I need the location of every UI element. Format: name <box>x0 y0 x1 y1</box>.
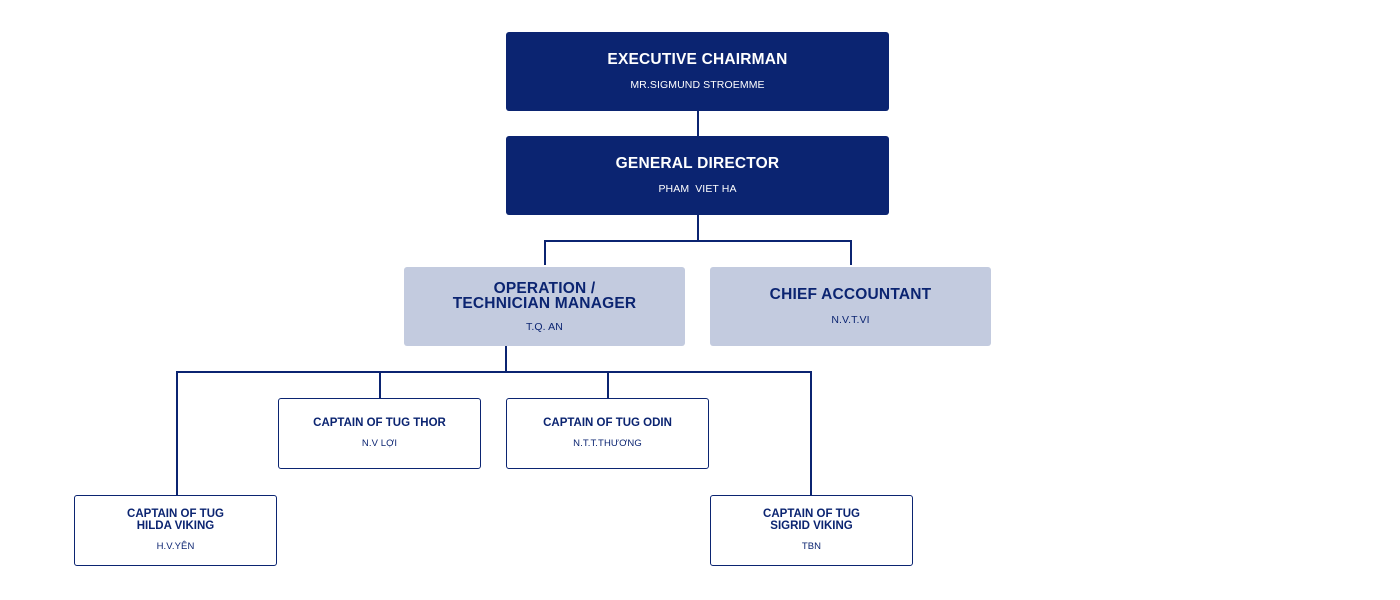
captain-hilda-title: CAPTAIN OF TUG HILDA VIKING <box>127 508 224 532</box>
general-director-title: GENERAL DIRECTOR <box>615 155 780 173</box>
captain-thor-title: CAPTAIN OF TUG THOR <box>313 416 446 429</box>
captain-sigrid-name: TBN <box>801 541 822 552</box>
executive-chairman-title: EXECUTIVE CHAIRMAN <box>607 51 788 69</box>
general-director-name: PHAM VIET HA <box>658 182 737 195</box>
chief-accountant-title: CHIEF ACCOUNTANT <box>769 286 932 304</box>
captain-sigrid-title: CAPTAIN OF TUG SIGRID VIKING <box>763 508 860 532</box>
chief-accountant-name: N.V.T.VI <box>831 313 870 326</box>
operation-manager-box: OPERATION / TECHNICIAN MANAGER T.Q. AN <box>404 267 685 346</box>
operation-manager-name: T.Q. AN <box>526 320 563 333</box>
captain-odin-box: CAPTAIN OF TUG ODIN N.T.T.THƯƠNG <box>506 398 709 469</box>
chief-accountant-box: CHIEF ACCOUNTANT N.V.T.VI <box>710 267 991 346</box>
captain-thor-name: N.V LỢI <box>361 438 398 450</box>
captain-hilda-name: H.V.YÊN <box>156 541 195 552</box>
captain-odin-title: CAPTAIN OF TUG ODIN <box>543 416 672 429</box>
connector-director-branch <box>544 240 852 265</box>
captain-odin-name: N.T.T.THƯƠNG <box>573 438 642 450</box>
executive-chairman-name: MR.SIGMUND STROEMME <box>630 78 765 91</box>
general-director-box: GENERAL DIRECTOR PHAM VIET HA <box>506 136 889 215</box>
captain-hilda-box: CAPTAIN OF TUG HILDA VIKING H.V.YÊN <box>74 495 277 566</box>
executive-chairman-box: EXECUTIVE CHAIRMAN MR.SIGMUND STROEMME <box>506 32 889 111</box>
connector-captains-branch <box>176 371 812 495</box>
captain-thor-box: CAPTAIN OF TUG THOR N.V LỢI <box>278 398 481 469</box>
captain-sigrid-box: CAPTAIN OF TUG SIGRID VIKING TBN <box>710 495 913 566</box>
operation-manager-title: OPERATION / TECHNICIAN MANAGER <box>452 279 637 312</box>
